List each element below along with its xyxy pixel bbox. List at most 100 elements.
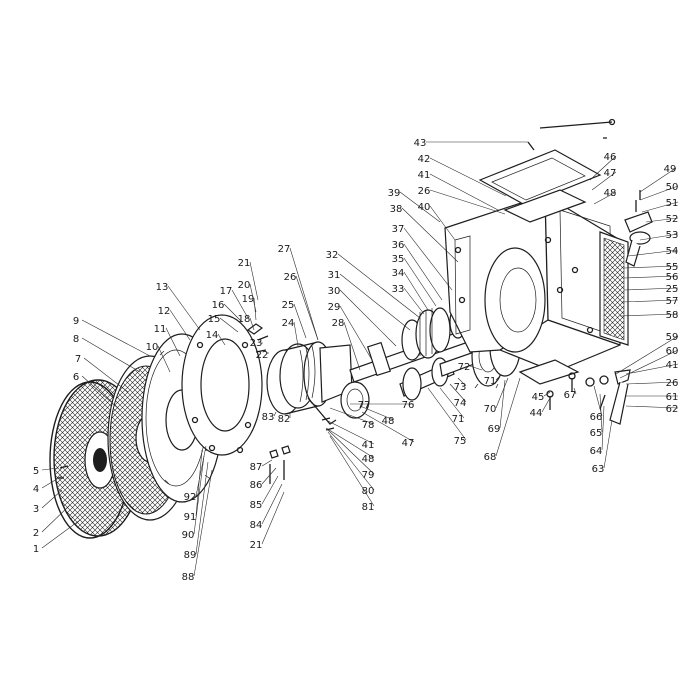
part-number-label: 75 (454, 436, 467, 447)
leader-line (81, 375, 121, 411)
leader-line (399, 191, 441, 223)
fasteners (58, 417, 335, 484)
leader-line (601, 405, 605, 451)
part-number-label: 40 (418, 202, 431, 213)
part-number-label: 26 (666, 378, 679, 389)
leader-line (217, 333, 226, 346)
part-number-label: 21 (238, 258, 251, 269)
gearbox-housing (444, 118, 629, 373)
leader-line (289, 247, 319, 341)
part-number-label: 49 (664, 164, 677, 175)
leader-line (403, 287, 425, 315)
part-number-label: 80 (362, 486, 375, 497)
part-number-label: 84 (250, 520, 263, 531)
leader-line (231, 289, 249, 319)
part-number-label: 57 (666, 296, 679, 307)
leader-line (623, 287, 679, 291)
leader-line (615, 335, 679, 375)
leader-line (295, 275, 319, 341)
leader-line (157, 345, 171, 373)
leader-line (625, 363, 679, 375)
leader-line (591, 171, 617, 191)
leader-line (403, 257, 437, 307)
drawing-artwork (49, 118, 653, 539)
part-number-label: 43 (414, 138, 427, 149)
leader-line (469, 365, 483, 371)
leader-line (495, 375, 501, 381)
part-number-label: 26 (284, 272, 297, 283)
part-number-label: 46 (604, 152, 617, 163)
part-number-label: 92 (184, 492, 197, 503)
part-number-label: 39 (388, 188, 401, 199)
part-number-label: 72 (458, 362, 471, 373)
part-number-label: 64 (590, 446, 603, 457)
part-number-label: 44 (530, 408, 543, 419)
part-number-label: 74 (454, 398, 467, 409)
part-number-label: 68 (484, 452, 497, 463)
leader-line (625, 381, 679, 385)
leader-line (41, 519, 81, 549)
leader-line (573, 387, 577, 395)
part-number-label: 8 (73, 334, 79, 345)
part-number-label: 55 (666, 262, 679, 273)
leader-line (403, 227, 453, 291)
part-number-label: 86 (250, 480, 263, 491)
leader-line (603, 419, 613, 469)
part-number-label: 31 (328, 270, 341, 281)
leader-line (325, 419, 375, 445)
leader-line (273, 411, 277, 417)
leader-line (219, 317, 239, 333)
leader-line (359, 405, 395, 421)
part-number-label: 24 (282, 318, 295, 329)
leader-line (193, 469, 213, 577)
leader-line (457, 377, 467, 387)
part-number-label: 25 (282, 300, 295, 311)
leader-line (639, 185, 679, 201)
leader-line (495, 377, 509, 409)
part-number-label: 35 (392, 254, 405, 265)
leader-line (81, 319, 151, 357)
leader-line (41, 504, 71, 533)
part-number-label: 47 (402, 438, 415, 449)
part-number-label: 25 (666, 284, 679, 295)
part-number-label: 59 (666, 332, 679, 343)
leader-line (639, 167, 677, 193)
part-number-label: 88 (182, 572, 195, 583)
leader-line (261, 483, 283, 525)
leader-line (261, 491, 285, 545)
part-number-label: 61 (666, 392, 679, 403)
leader-line (427, 387, 467, 441)
part-number-label: 65 (590, 428, 603, 439)
part-number-label: 47 (604, 168, 617, 179)
leader-line (293, 303, 307, 339)
leader-line (169, 309, 191, 341)
part-number-label: 82 (278, 414, 291, 425)
leader-line (541, 397, 551, 413)
part-number-label: 53 (666, 230, 679, 241)
part-number-label: 14 (206, 330, 219, 341)
leader-line (165, 327, 181, 357)
shift-lever (624, 190, 653, 267)
part-number-label: 48 (604, 188, 617, 199)
leader-lines (41, 141, 679, 577)
leader-line (429, 173, 499, 211)
part-number-label: 38 (390, 204, 403, 215)
part-number-label: 56 (666, 272, 679, 283)
part-number-label: 71 (452, 414, 465, 425)
part-number-label: 77 (358, 400, 371, 411)
leader-line (429, 205, 456, 241)
part-number-label: 32 (326, 250, 339, 261)
leader-line (621, 299, 679, 303)
part-number-label: 15 (208, 314, 221, 325)
part-number-label: 17 (220, 286, 233, 297)
part-number-label: 45 (532, 392, 545, 403)
part-number-label: 54 (666, 246, 679, 257)
part-number-label: 62 (666, 404, 679, 415)
leader-line (249, 317, 255, 331)
leader-line (625, 405, 679, 409)
part-number-label: 48 (382, 416, 395, 427)
part-number-label: 78 (362, 420, 375, 431)
leader-line (619, 313, 679, 317)
part-number-label: 16 (212, 300, 225, 311)
leader-line (641, 201, 679, 213)
